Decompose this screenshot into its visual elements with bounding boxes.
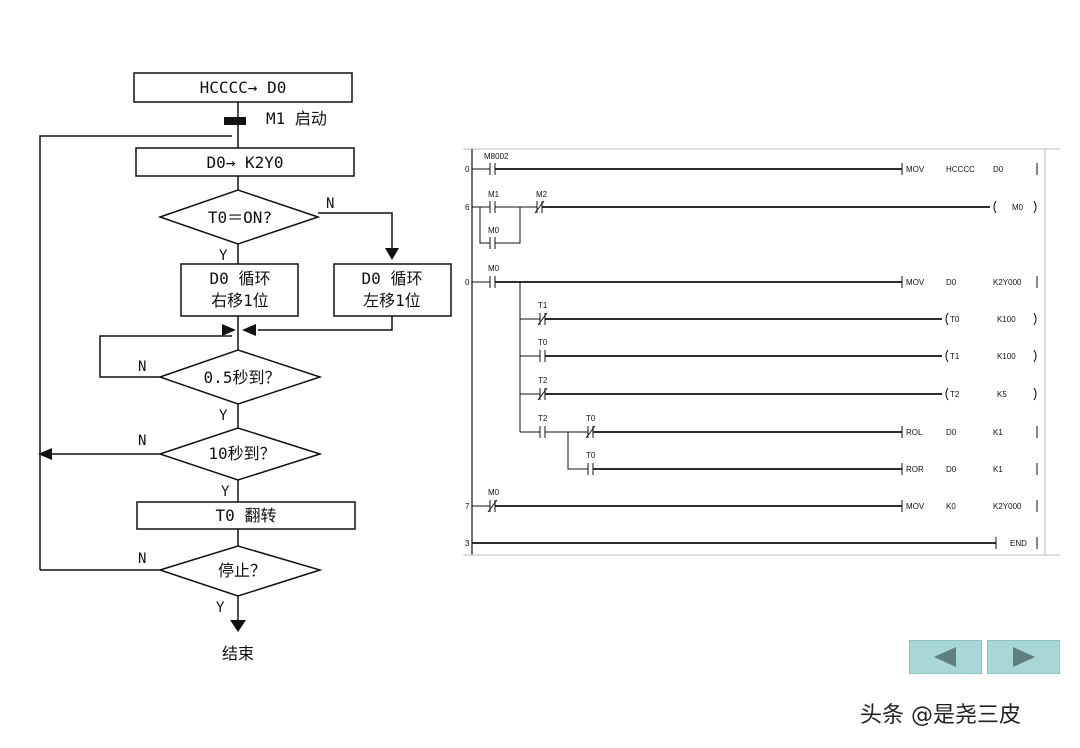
decision-10s (157, 427, 323, 481)
branch-y-stop: Y (216, 600, 225, 616)
op1-label: K100 (997, 315, 1016, 324)
contact-label: M8002 (484, 152, 509, 161)
coil-label: M0 (1012, 203, 1024, 212)
decision-stop-label: 停止？ (218, 561, 266, 580)
decision-05s-label: 0.5秒到？ (204, 368, 281, 387)
left-shift-line1: D0 循环 (362, 269, 423, 288)
instr-label: MOV (906, 165, 925, 174)
instr-label: T1 (950, 352, 960, 361)
contact-label: M1 (488, 190, 500, 199)
right-shift-line2: 右移1位 (211, 291, 269, 310)
op2-label: K2Y000 (993, 278, 1022, 287)
right-shift-line1: D0 循环 (210, 269, 271, 288)
contact-label: M2 (536, 190, 548, 199)
step-label: 6 (465, 203, 470, 212)
start-bar (224, 117, 246, 125)
instr-label: ROL (906, 428, 923, 437)
contact-label: T0 (586, 414, 596, 423)
ladder-text: 0 M8002 MOV HCCCC D0 6 M1 M2 M0 M0 0 M0 … (465, 152, 1027, 548)
left-shift-box (333, 263, 452, 317)
op2-label: K1 (993, 428, 1003, 437)
move-box (135, 147, 355, 177)
contact-label: T1 (538, 301, 548, 310)
ladder-diagram (463, 148, 1060, 556)
flowchart-text: HCCCC→ D0 M1 启动 D0→ K2Y0 T0＝ON? N Y D0 循… (138, 78, 422, 663)
right-shift-box (180, 263, 299, 317)
left-shift-line2: 左移1位 (363, 291, 421, 310)
contact-label: T0 (586, 451, 596, 460)
op1-label: K0 (946, 502, 956, 511)
loop-back-line (39, 135, 232, 570)
op1-label: D0 (946, 278, 957, 287)
decision-05s (157, 349, 323, 405)
step-label: 3 (465, 539, 470, 548)
decision-t0-label: T0＝ON? (208, 208, 272, 227)
branch-n-t0: N (326, 196, 334, 212)
watermark: 头条 @是尧三皮 (860, 703, 1021, 728)
decision-stop (157, 545, 323, 597)
start-label: M1 启动 (266, 109, 327, 128)
instr-label: MOV (906, 502, 925, 511)
move-box-label: D0→ K2Y0 (206, 153, 283, 172)
end-label: 结束 (222, 644, 254, 663)
instr-label: T0 (950, 315, 960, 324)
branch-n-10s: N (138, 433, 146, 449)
contact-label: T0 (538, 338, 548, 347)
instr-label: ROR (906, 465, 924, 474)
op1-label: D0 (946, 465, 957, 474)
prev-button[interactable] (909, 640, 982, 674)
instr-label: T2 (950, 390, 960, 399)
op1-label: K100 (997, 352, 1016, 361)
step-label: 0 (465, 165, 470, 174)
decision-t0 (157, 189, 321, 245)
branch-y-05s: Y (219, 408, 228, 424)
op2-label: K2Y000 (993, 502, 1022, 511)
left-arrow-icon (934, 647, 956, 667)
op2-label: K1 (993, 465, 1003, 474)
instr-label: END (1010, 539, 1027, 548)
flowchart (38, 72, 452, 632)
branch-n-05s: N (138, 359, 146, 375)
instr-label: MOV (906, 278, 925, 287)
toggle-box-label: T0 翻转 (216, 506, 277, 525)
op1-label: HCCCC (946, 165, 975, 174)
op2-label: D0 (993, 165, 1004, 174)
op1-label: K5 (997, 390, 1007, 399)
contact-label: T2 (538, 414, 548, 423)
contact-label: T2 (538, 376, 548, 385)
step-label: 7 (465, 502, 470, 511)
contact-label: M0 (488, 264, 500, 273)
contact-label: M0 (488, 488, 500, 497)
step-label: 0 (465, 278, 470, 287)
next-button[interactable] (987, 640, 1060, 674)
init-box (133, 72, 353, 103)
toggle-box (136, 501, 356, 530)
contact-label: M0 (488, 226, 500, 235)
branch-y-t0: Y (219, 248, 228, 264)
branch-n-stop: N (138, 551, 146, 567)
branch-y-10s: Y (221, 484, 230, 500)
decision-10s-label: 10秒到？ (208, 444, 275, 463)
init-box-label: HCCCC→ D0 (200, 78, 287, 97)
op1-label: D0 (946, 428, 957, 437)
right-arrow-icon (1013, 647, 1035, 667)
